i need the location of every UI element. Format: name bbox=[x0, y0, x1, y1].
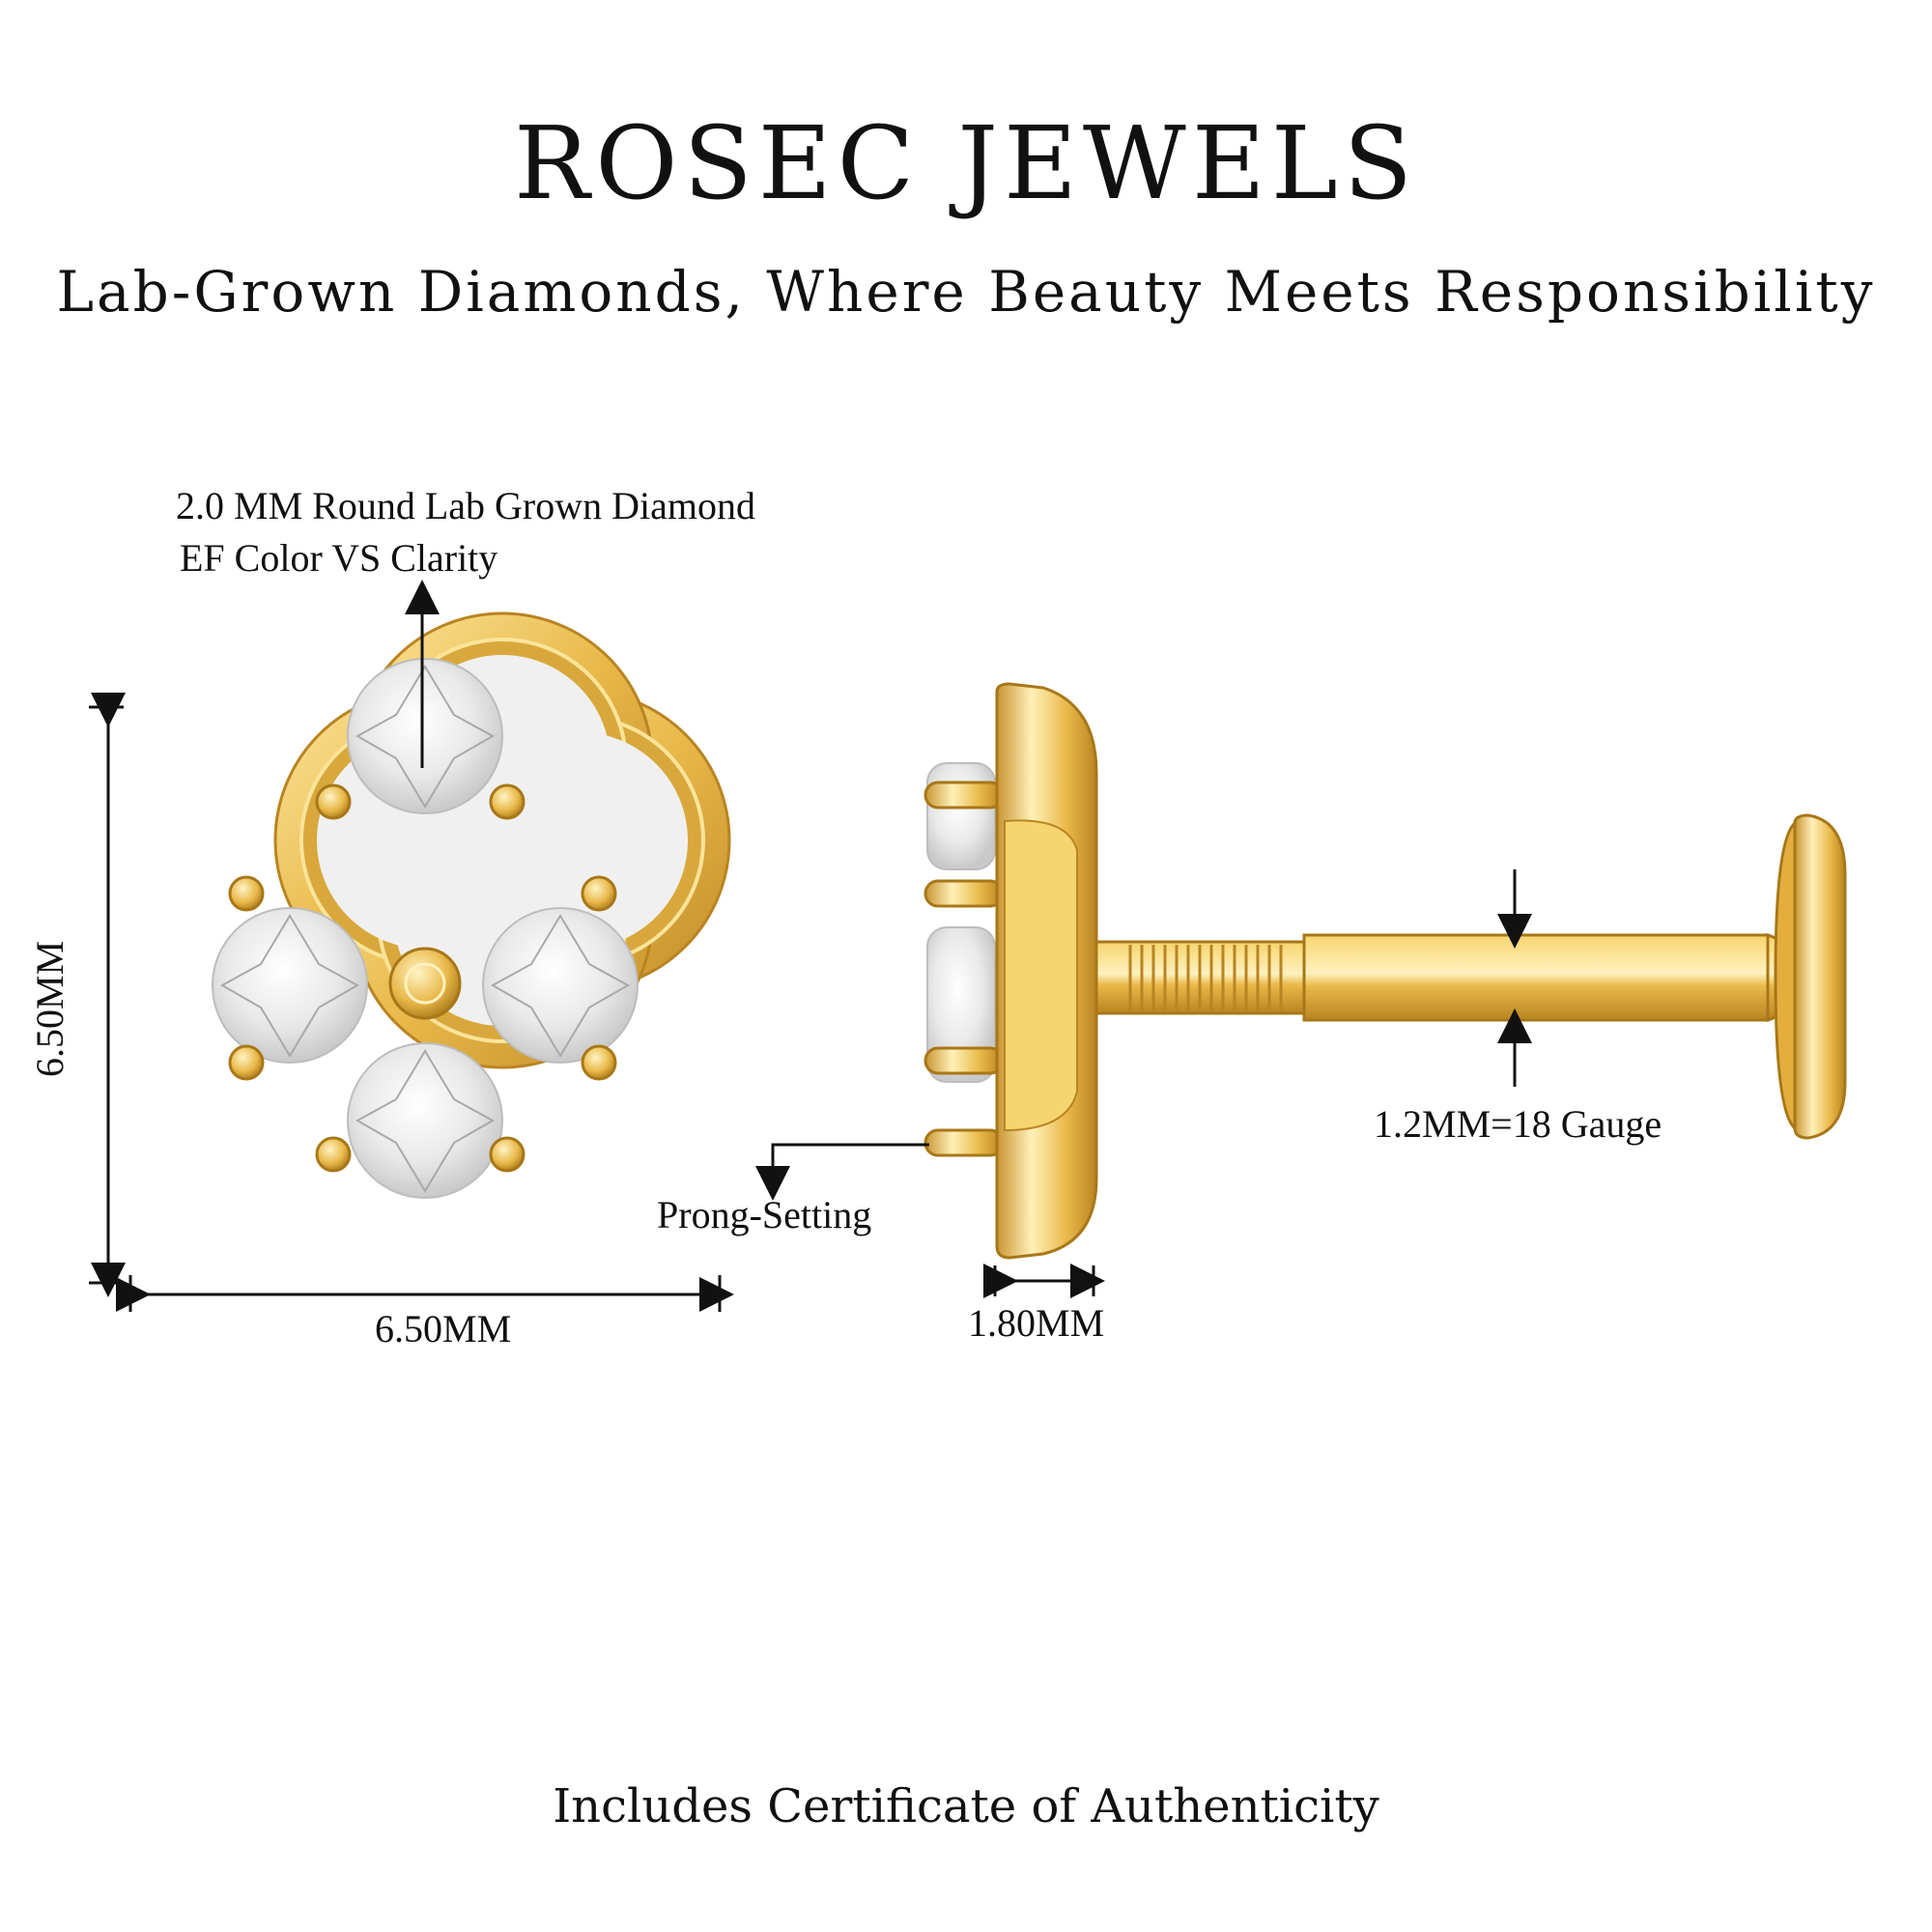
diamond-left bbox=[212, 907, 368, 1064]
prong-pointer bbox=[755, 1143, 929, 1201]
prong-setting-label: Prong-Setting bbox=[657, 1193, 872, 1236]
stone-spec-line2: EF Color VS Clarity bbox=[180, 536, 498, 580]
diamond-right bbox=[482, 907, 639, 1064]
diamond-top bbox=[347, 658, 503, 814]
center-bead bbox=[388, 947, 462, 1020]
depth-label: 1.80MM bbox=[968, 1301, 1105, 1345]
side-prongs bbox=[923, 781, 1005, 1157]
diamond-bottom bbox=[347, 1042, 503, 1199]
depth-dimension bbox=[983, 1264, 1105, 1298]
height-label: 6.50MM bbox=[28, 940, 71, 1077]
stone-spec-line1: 2.0 MM Round Lab Grown Diamond bbox=[176, 484, 755, 527]
brand-title: ROSEC JEWELS bbox=[513, 104, 1419, 222]
front-view bbox=[212, 611, 731, 1199]
tagline: Lab-Grown Diamonds, Where Beauty Meets R… bbox=[56, 259, 1876, 325]
width-label: 6.50MM bbox=[375, 1307, 512, 1350]
gauge-label: 1.2MM=18 Gauge bbox=[1374, 1102, 1662, 1146]
height-dimension bbox=[89, 693, 126, 1297]
post-shaft bbox=[1302, 933, 1770, 1022]
certificate-note: Includes Certificate of Authenticity bbox=[553, 1779, 1379, 1833]
width-dimension bbox=[116, 1275, 734, 1312]
prong-beads bbox=[228, 783, 617, 1173]
back-disc bbox=[1793, 813, 1847, 1140]
side-view bbox=[923, 682, 1847, 1260]
